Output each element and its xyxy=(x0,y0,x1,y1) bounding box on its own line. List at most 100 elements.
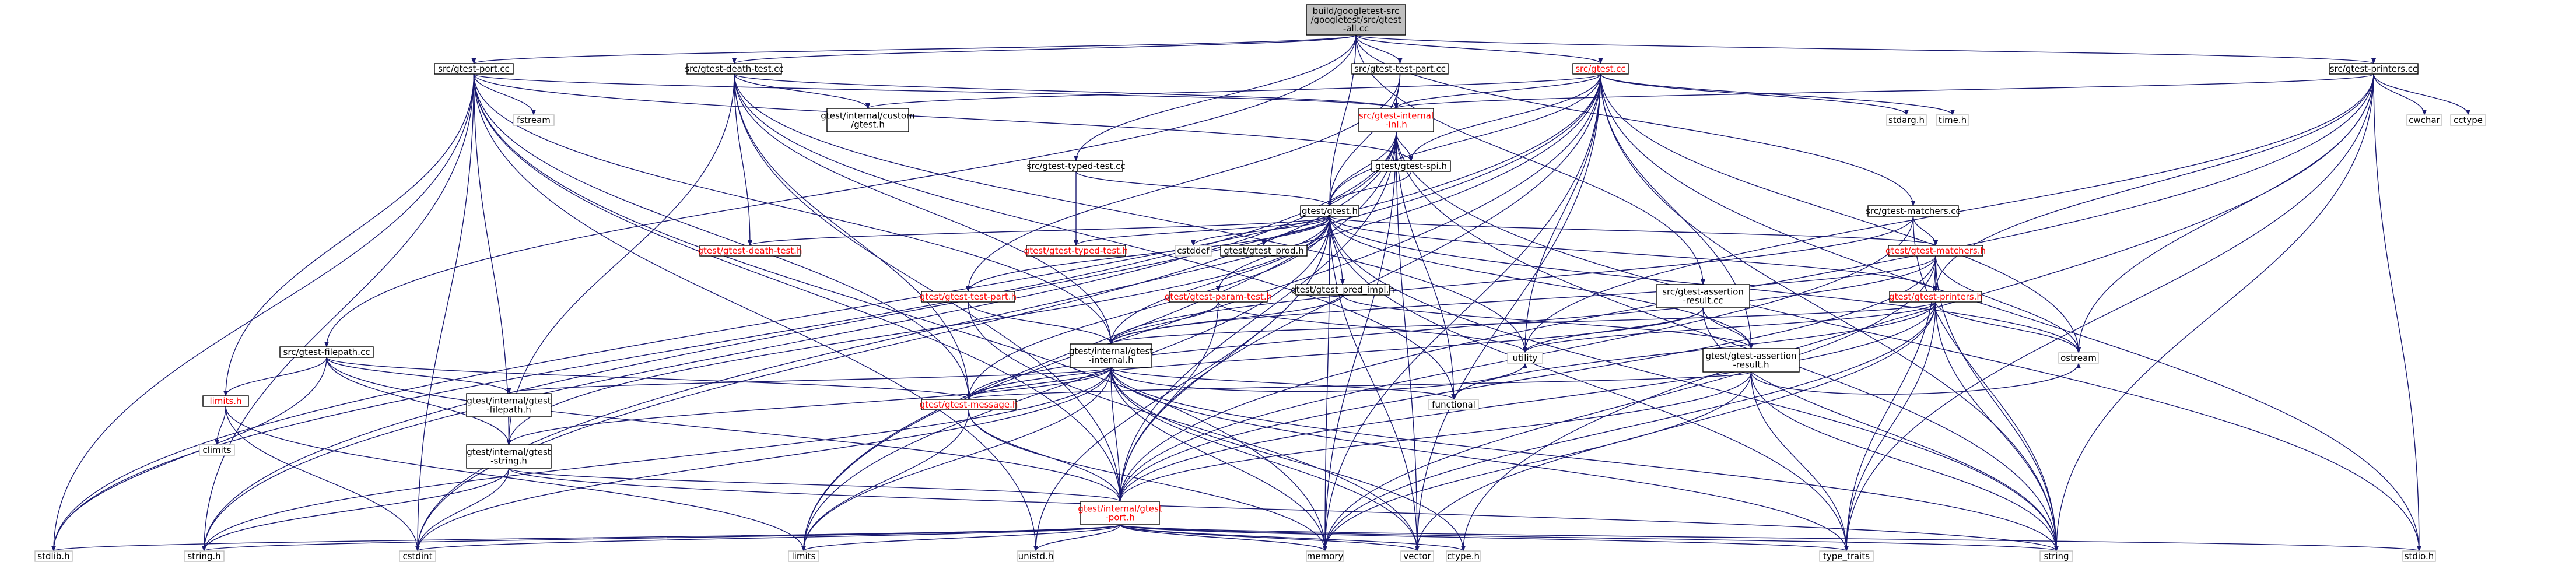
node-label: limits xyxy=(792,551,816,561)
edge-port_cc-to-string_h_int xyxy=(473,73,511,445)
edge-gtest_cc-to-stdio xyxy=(1600,73,2421,552)
node-param_h[interactable]: gtest/gtest-param-test.h xyxy=(1165,291,1272,303)
edge-printers_h-to-vector xyxy=(1415,301,1936,552)
node-filepath_cc[interactable]: src/gtest-filepath.cc xyxy=(279,346,374,358)
node-ctype[interactable]: ctype.h xyxy=(1446,550,1481,562)
edge-printers_h-to-port_h xyxy=(1117,301,1936,502)
node-stdarg[interactable]: stdarg.h xyxy=(1886,114,1927,126)
node-label: gtest/gtest-spi.h xyxy=(1375,161,1447,171)
node-death_cc[interactable]: src/gtest-death-test.cc xyxy=(685,63,784,75)
node-limits[interactable]: limits xyxy=(788,550,819,562)
node-testpart_cc[interactable]: src/gtest-test-part.cc xyxy=(1351,63,1449,75)
node-typed_cc[interactable]: src/gtest-typed-test.cc xyxy=(1026,160,1126,172)
node-limits_h[interactable]: limits.h xyxy=(202,395,249,407)
node-matchers_cc[interactable]: src/gtest-matchers.cc xyxy=(1866,205,1961,217)
edge-root-to-gtest_cc xyxy=(1355,34,1603,64)
node-assertion_cc[interactable]: src/gtest-assertion-result.cc xyxy=(1656,284,1750,308)
node-typed_h[interactable]: gtest/gtest-typed-test.h xyxy=(1024,245,1128,257)
node-label: src/gtest-printers.cc xyxy=(2330,64,2417,74)
edge-root-to-matchers_cc xyxy=(1355,34,1916,206)
edge-root-to-death_cc xyxy=(732,34,1357,64)
node-label: gtest/gtest-test-part.h xyxy=(920,291,1017,302)
edge-gtest_h-to-testpart_h xyxy=(966,216,1330,292)
node-printers_h[interactable]: gtest/gtest-printers.h xyxy=(1889,291,1982,303)
node-port_h[interactable]: gtest/internal/gtest-port.h xyxy=(1078,501,1162,525)
node-box xyxy=(1295,284,1390,296)
node-gtest_spi[interactable]: gtest/gtest-spi.h xyxy=(1371,160,1451,172)
node-label: memory xyxy=(1307,551,1344,561)
edge-port_h-to-memory xyxy=(1119,524,1327,552)
edge-gtest_cc-to-stdarg xyxy=(1600,73,1909,115)
node-label: limits.h xyxy=(209,396,241,406)
node-stdio[interactable]: stdio.h xyxy=(2402,550,2436,562)
node-utility[interactable]: utility xyxy=(1507,352,1543,364)
node-memory[interactable]: memory xyxy=(1306,550,1344,562)
node-string_h[interactable]: string.h xyxy=(184,550,225,562)
node-pred_impl[interactable]: gtest/gtest_pred_impl.h xyxy=(1291,284,1394,296)
node-label: src/gtest-internal xyxy=(1359,111,1434,121)
node-fstream[interactable]: fstream xyxy=(513,114,555,126)
node-cctype[interactable]: cctype xyxy=(2450,114,2486,126)
node-box xyxy=(1351,63,1449,75)
node-label: src/gtest-typed-test.cc xyxy=(1026,161,1125,171)
node-cwchar[interactable]: cwchar xyxy=(2406,114,2442,126)
edge-root-to-filepath_cc xyxy=(324,34,1357,347)
edge-internal_h-to-vector xyxy=(1110,367,1420,552)
node-message_h[interactable]: gtest/gtest-message.h xyxy=(920,399,1018,410)
node-gtest_prod[interactable]: gtest/gtest_prod.h xyxy=(1220,245,1308,257)
edge-death_cc-to-utility xyxy=(734,73,1527,353)
edge-gtest_h-to-death_h xyxy=(748,216,1330,246)
edge-port_cc-to-gtest_spi xyxy=(473,73,1414,161)
node-internal_inl[interactable]: src/gtest-internal-inl.h xyxy=(1358,108,1434,132)
node-box xyxy=(921,399,1017,410)
node-custom_gtest[interactable]: gtest/internal/custom/gtest.h xyxy=(821,108,915,132)
node-death_h[interactable]: gtest/gtest-death-test.h xyxy=(698,245,802,257)
node-gtest_h[interactable]: gtest/gtest.h xyxy=(1300,205,1359,217)
node-label: climits xyxy=(202,445,231,455)
edge-gtest_cc-to-memory xyxy=(1323,73,1601,552)
edge-param_h-to-port_h xyxy=(1117,301,1219,502)
node-unistd[interactable]: unistd.h xyxy=(1017,550,1054,562)
edge-internal_inl-to-limits xyxy=(801,131,1397,552)
node-box xyxy=(1358,108,1434,132)
node-printers_cc[interactable]: src/gtest-printers.cc xyxy=(2329,63,2419,75)
edge-gtest_h-to-unistd xyxy=(1033,216,1330,552)
node-type_traits[interactable]: type_traits xyxy=(1819,550,1874,562)
edge-message_h-to-limits xyxy=(801,409,969,552)
node-box xyxy=(466,393,552,417)
node-climits[interactable]: climits xyxy=(199,444,235,456)
node-internal_h[interactable]: gtest/internal/gtest-internal.h xyxy=(1069,343,1153,368)
node-matchers_h[interactable]: gtest/gtest-matchers.h xyxy=(1885,245,1986,257)
node-string[interactable]: string xyxy=(2039,550,2073,562)
edge-filepath_cc-to-message_h xyxy=(326,357,971,400)
edge-internal_inl-to-functional xyxy=(1396,131,1456,400)
node-root[interactable]: build/googletest-src/googletest/src/gtes… xyxy=(1306,4,1406,36)
edge-port_h-to-unistd xyxy=(1033,524,1121,552)
edge-string_h_int-to-string xyxy=(508,468,2059,552)
node-testpart_h[interactable]: gtest/gtest-test-part.h xyxy=(920,291,1017,303)
node-box xyxy=(2329,63,2419,75)
node-stdlib[interactable]: stdlib.h xyxy=(34,550,73,562)
node-cstdint[interactable]: cstdint xyxy=(399,550,436,562)
edge-gtest_spi-to-gtest_h xyxy=(1327,171,1412,206)
node-vector[interactable]: vector xyxy=(1400,550,1434,562)
node-gtest_cc[interactable]: src/gtest.cc xyxy=(1572,63,1629,75)
node-string_h_int[interactable]: gtest/internal/gtest-string.h xyxy=(466,444,552,469)
node-time_h[interactable]: time.h xyxy=(1936,114,1969,126)
node-port_cc[interactable]: src/gtest-port.cc xyxy=(434,63,514,75)
node-functional[interactable]: functional xyxy=(1428,399,1479,410)
edge-internal_h-to-port_h xyxy=(1110,367,1123,502)
edge-message_h-to-memory xyxy=(968,409,1327,552)
node-label: gtest/internal/gtest xyxy=(467,447,551,458)
node-ostream[interactable]: ostream xyxy=(2058,352,2099,364)
edge-filepath_cc-to-filepath_h xyxy=(326,357,511,394)
edge-port_cc-to-string_h xyxy=(202,73,475,552)
node-cstddef[interactable]: cstddef xyxy=(1175,245,1212,257)
edge-printers_h-to-internal_h xyxy=(1109,301,1936,345)
node-box xyxy=(788,550,819,562)
edge-root-to-port_cc xyxy=(472,34,1357,64)
node-assertion_h[interactable]: gtest/gtest-assertion-result.h xyxy=(1702,348,1800,373)
edge-port_cc-to-limits_h xyxy=(223,73,475,396)
node-box xyxy=(1220,245,1308,257)
node-filepath_h[interactable]: gtest/internal/gtest-filepath.h xyxy=(466,393,552,417)
